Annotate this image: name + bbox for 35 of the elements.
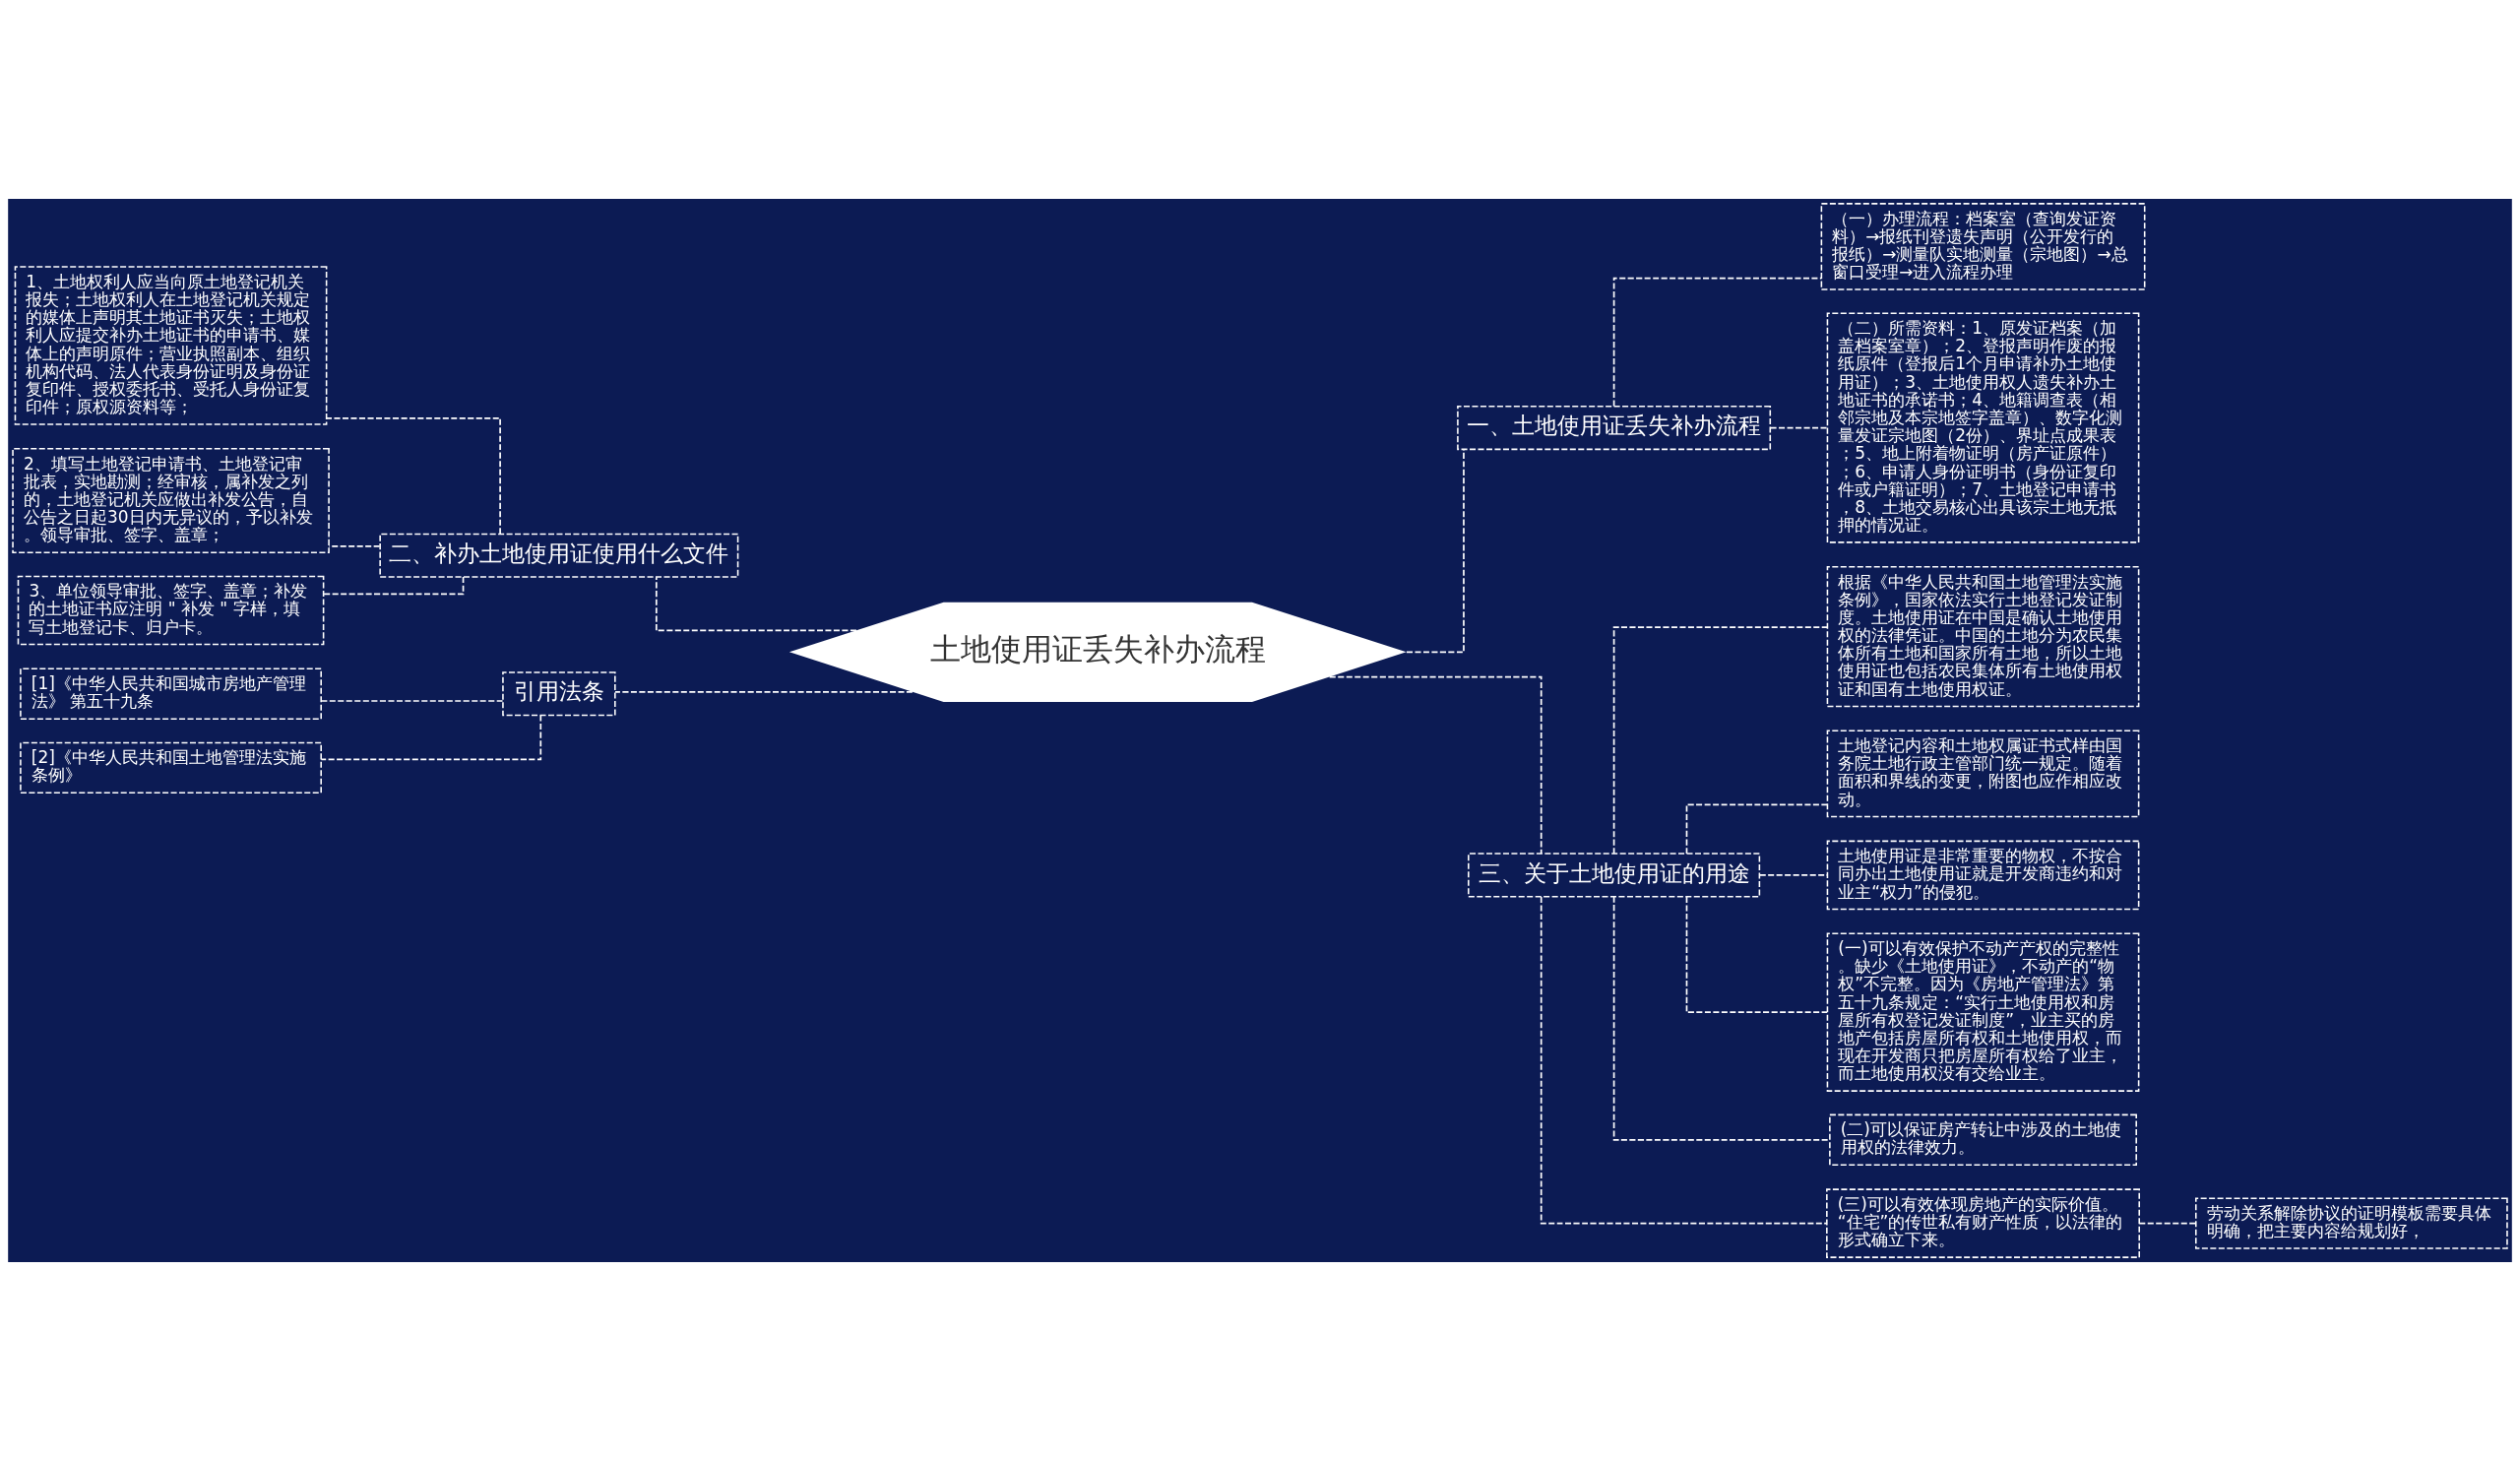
connector (655, 576, 857, 632)
connector (1612, 277, 1822, 408)
node-box: 二、补办土地使用证使用什么文件 (379, 533, 739, 578)
node-box: 2、填写土地登记申请书、土地登记审批表，实地勘测；经审核，属补发之列的，土地登记机关应做出补发公告，自公告之日起30日内无异议的，予以补发。领导审批、签字、盖章； (12, 448, 330, 553)
node-box: 1、土地权利人应当向原土地登记机关报失；土地权利人在土地登记机关规定的媒体上声明其土地证书灭失；土地权利人应提交补办土地证书的申请书、媒体上的声明原件；营业执照副本、组织机构代码、法人代表身份证明及身份证复印件、授权委托书、受托人身份证复印件；原权源资料等； (14, 266, 328, 425)
connector (326, 417, 501, 535)
connector (1612, 896, 1831, 1141)
connector (614, 691, 914, 693)
connector (1685, 896, 1828, 1014)
connector (328, 545, 381, 547)
node-box: 土地使用证是非常重要的物权，不按合同办出土地使用证就是开发商违约和对业主“权力”的侵犯。 (1826, 840, 2140, 911)
connector (323, 576, 465, 596)
connector (1406, 448, 1465, 654)
node-box: [2]《中华人民共和国土地管理法实施条例》 (20, 741, 322, 794)
node-box: 3、单位领导审批、签字、盖章；补发的土地证书应注明 " 补发 " 字样，填写土地登记卡、归户卡。 (17, 575, 325, 646)
connector (1685, 803, 1828, 855)
connector (1612, 626, 1828, 855)
connector (1769, 426, 1828, 429)
node-box: (二)可以保证房产转让中涉及的土地使用权的法律效力。 (1829, 1113, 2137, 1167)
node-box: 土地登记内容和土地权属证书式样由国务院土地行政主管部门统一规定。随着面积和界线的变更，附图也应作相应改动。 (1826, 730, 2140, 818)
connector (1540, 896, 1828, 1225)
node-box: 引用法条 (502, 671, 616, 717)
node-box: [1]《中华人民共和国城市房地产管理法》 第五十九条 (20, 667, 322, 720)
node-box: (一)可以有效保护不动产产权的完整性。缺少《土地使用证》，不动产的“物权”不完整。因为《房地产管理法》第五十九条规定：“实行土地使用权和房屋所有权登记发证制度”，业主买的房地产包括房屋所有权和土地使用权，而现在开发商只把房屋所有权给了业主，而土地使用权没有交给业主。 (1826, 932, 2140, 1092)
node-box: 一、土地使用证丢失补办流程 (1457, 406, 1772, 451)
node-box: 三、关于土地使用证的用途 (1468, 853, 1761, 898)
connector (320, 700, 504, 702)
node-box: (三)可以有效体现房地产的实际价值。“住宅”的传世私有财产性质，以法律的形式确立下来。 (1826, 1188, 2140, 1258)
node-box: 劳动关系解除协议的证明模板需要具体明确，把主要内容给规划好， (2195, 1197, 2508, 1249)
node-box: （一）办理流程：档案室（查询发证资料）→报纸刊登遗失声明（公开发行的报纸）→测量队实地测量（宗地图）→总窗口受理→进入流程办理 (1820, 203, 2146, 290)
node-box: 根据《中华人民共和国土地管理法实施条例》，国家依法实行土地登记发证制度。土地使用证在中国是确认土地使用权的法律凭证。中国的土地分为农民集体所有土地和国家所有土地，所以土地使用证也包括农民集体所有土地使用权证和国有土地使用权证。 (1826, 565, 2140, 708)
connector (320, 714, 542, 761)
connector (2138, 1222, 2197, 1225)
connector (1328, 675, 1543, 855)
node-box: （二）所需资料：1、原发证档案（加盖档案室章）；2、登报声明作废的报纸原件（登报后1个月申请补办土地使用证）；3、土地使用权人遗失补办土地证书的承诺书；4、地籍调查表（相邻宗地及本宗地签字盖章）、数字化测量发证宗地图（2份）、界址点成果表；5、地上附着物证明（房产证原件）；6、申请人身份证明书（身份证复印件或户籍证明）；7、土地登记申请书，8、土地交易核心出具该宗土地无抵押的情况证。 (1826, 312, 2140, 543)
